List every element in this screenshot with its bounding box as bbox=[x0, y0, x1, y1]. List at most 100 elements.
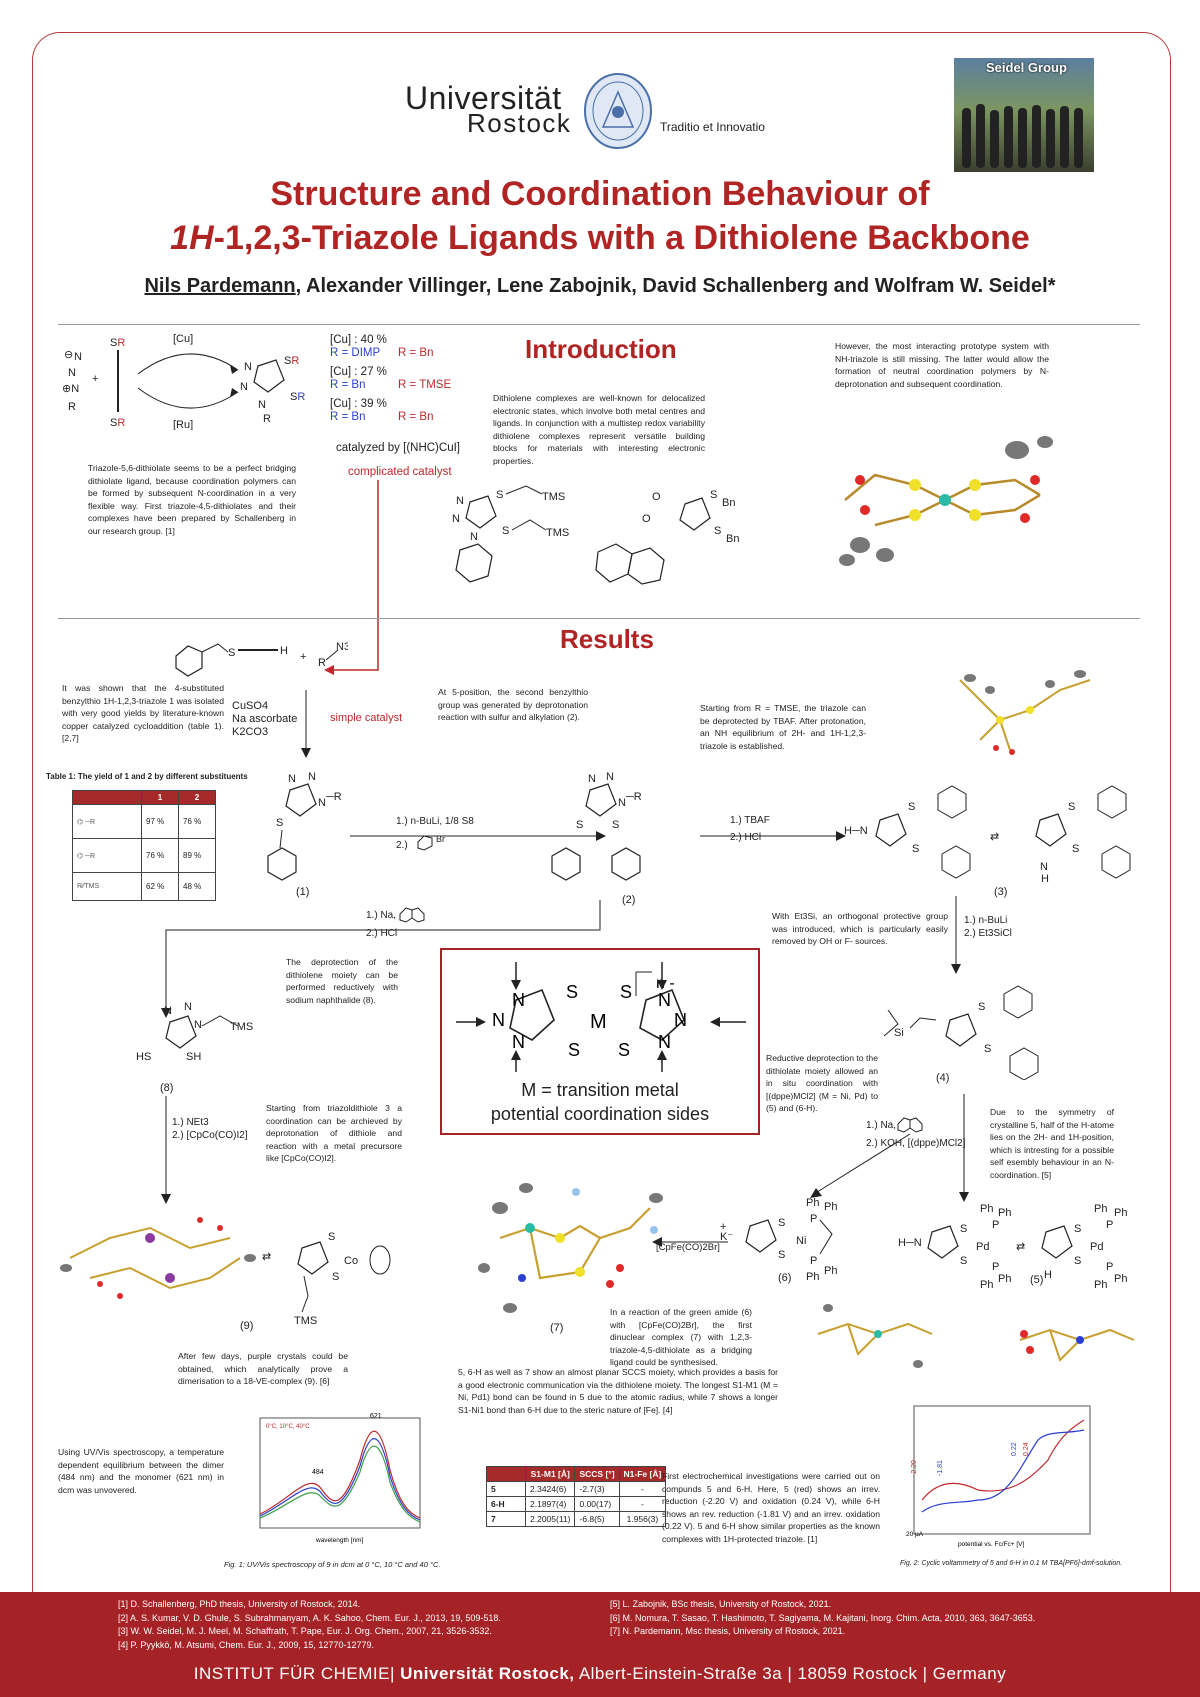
svg-text:P: P bbox=[810, 1213, 817, 1225]
svg-text:+: + bbox=[300, 651, 306, 663]
title-line-1: Structure and Coordination Behaviour of bbox=[270, 175, 930, 213]
cuso4: CuSO4 bbox=[232, 700, 269, 712]
text-scss: 5, 6-H as well as 7 show an almost plana… bbox=[458, 1367, 778, 1415]
text-cpco: Starting from triazoldithiole 3 a coordi… bbox=[266, 1103, 402, 1163]
svg-text:Ni: Ni bbox=[796, 1235, 806, 1247]
institute-line: INSTITUT FÜR CHEMIE| Universität Rostock… bbox=[0, 1664, 1200, 1684]
na-asc: Na ascorbate bbox=[232, 713, 298, 725]
svg-text:N: N bbox=[606, 771, 614, 783]
cat-ru: [Ru] bbox=[173, 419, 193, 430]
table2-header: S1-M1 [Å] SCCS [°] N1-Fe [Å] bbox=[486, 1466, 667, 1482]
ref-7: [7] N. Pardemann, Msc thesis, University… bbox=[610, 1626, 846, 1636]
svg-text:─R: ─R bbox=[625, 791, 642, 803]
group-photo: Seidel Group bbox=[954, 58, 1094, 172]
yl3-cat: [Cu] : 39 % bbox=[330, 398, 387, 410]
crystal-structure-7 bbox=[478, 1183, 663, 1313]
label-7: (7) bbox=[550, 1322, 564, 1334]
svg-text:S: S bbox=[912, 843, 919, 855]
institute-uni: Universität Rostock, bbox=[400, 1664, 575, 1683]
uv-peak-484: 484 bbox=[312, 1469, 324, 1476]
svg-text:S: S bbox=[502, 525, 509, 537]
t1-y1: 97 % bbox=[141, 804, 179, 839]
cv-chart: -2.20 -1.81 0.22 0.24 20 µA potential vs… bbox=[906, 1405, 1091, 1548]
svg-text:P: P bbox=[992, 1261, 999, 1273]
svg-text:Ph: Ph bbox=[980, 1279, 993, 1291]
svg-text:S: S bbox=[612, 819, 619, 831]
svg-text:TMS: TMS bbox=[546, 527, 569, 539]
label-4: (4) bbox=[936, 1072, 950, 1084]
svg-text:N: N bbox=[74, 351, 82, 363]
label-8: (8) bbox=[160, 1082, 174, 1094]
tbaf-2: 2.) HCl bbox=[730, 832, 762, 843]
yl1-r2: R = Bn bbox=[398, 347, 434, 359]
t2-h1: S1-M1 [Å] bbox=[524, 1466, 576, 1482]
svg-text:S: S bbox=[960, 1255, 967, 1267]
scheme-cycloaddition: ⊖N N⊕N R + SR SR [Cu] [Ru] NNN SR SR R bbox=[62, 333, 305, 430]
cv-scale: 20 µA bbox=[906, 1531, 924, 1538]
cell: 2.3424(6) bbox=[524, 1481, 576, 1497]
reagent-et3: 1.) n-BuLi 2.) Et3SiCl bbox=[964, 914, 1012, 940]
institute-name: INSTITUT FÜR CHEMIE| bbox=[193, 1664, 395, 1683]
cell: - bbox=[618, 1481, 667, 1497]
cell: 2.2005(11) bbox=[524, 1511, 576, 1527]
reagent-net3: 1.) NEt3 2.) [CpCo(CO)I2] bbox=[172, 1116, 248, 1142]
svg-text:S: S bbox=[1068, 801, 1075, 813]
label-5: (5) bbox=[1030, 1274, 1044, 1286]
svg-text:Ph: Ph bbox=[980, 1203, 993, 1215]
uvvis-chart: 621 484 0°C, 10°C, 40°C wavelength [nm] bbox=[259, 1413, 421, 1544]
ref-6: [6] M. Nomura, T. Sasao, T. Hashimoto, T… bbox=[610, 1612, 1036, 1623]
svg-text:TMS: TMS bbox=[294, 1315, 317, 1326]
t1-sub: ⌬ ─R bbox=[72, 804, 142, 839]
motto: Traditio et Innovatio bbox=[660, 120, 765, 134]
arrow-2-8 bbox=[161, 900, 601, 1018]
people-silhouettes bbox=[962, 104, 1083, 168]
svg-text:N: N bbox=[674, 1010, 687, 1030]
svg-text:S: S bbox=[710, 489, 717, 501]
cu-reagents: CuSO4 Na ascorbate K2CO3 bbox=[232, 700, 297, 739]
reagent-nbuli: 1.) n-BuLi, 1/8 S8 bbox=[396, 816, 474, 827]
crystal-structure-3 bbox=[959, 670, 1091, 755]
section-introduction: Introduction bbox=[525, 334, 677, 364]
svg-text:O: O bbox=[652, 491, 661, 503]
label-2: (2) bbox=[622, 894, 636, 906]
tbaf-1: 1.) TBAF bbox=[730, 815, 770, 826]
text-electrochem: First electrochemical investigations wer… bbox=[662, 1471, 880, 1544]
svg-text:H─N: H─N bbox=[844, 825, 868, 837]
t2-h0 bbox=[486, 1466, 526, 1482]
svg-text:Ph: Ph bbox=[1094, 1279, 1107, 1291]
cell: 6-H bbox=[486, 1496, 526, 1512]
yl3-r1: R = Bn bbox=[330, 411, 366, 423]
ref-4: [4] P. Pyykkö, M. Atsumi, Chem. Eur. J.,… bbox=[118, 1639, 374, 1650]
svg-text:Bn: Bn bbox=[726, 533, 739, 545]
compound-9: ⇄ SS Co TMS bbox=[262, 1231, 391, 1326]
svg-text:Ph: Ph bbox=[824, 1201, 837, 1213]
svg-text:Pd: Pd bbox=[976, 1241, 989, 1253]
t2-h3: N1-Fe [Å] bbox=[618, 1466, 667, 1482]
svg-text:SR: SR bbox=[290, 391, 305, 403]
svg-text:N: N bbox=[318, 797, 326, 809]
t1-y2: 48 % bbox=[178, 872, 216, 901]
svg-text:Ph: Ph bbox=[806, 1271, 819, 1283]
text-et3si: With Et3Si, an orthogonal protective gro… bbox=[772, 911, 948, 946]
svg-text:N: N bbox=[1040, 861, 1048, 873]
poster-frame bbox=[32, 32, 1171, 1593]
text-naphthalide: The deprotection of the dithiolene moiet… bbox=[286, 957, 398, 1005]
svg-text:Bn: Bn bbox=[722, 497, 735, 509]
svg-text:M: M bbox=[590, 1011, 607, 1033]
svg-text:N: N bbox=[512, 990, 525, 1010]
svg-text:S: S bbox=[1074, 1255, 1081, 1267]
text-tmse: Starting from R = TMSE, the triazole can… bbox=[700, 703, 866, 751]
crystal-structure-intro bbox=[839, 436, 1053, 566]
simple-catalyst: simple catalyst bbox=[330, 712, 403, 724]
t1-h1: 1 bbox=[141, 790, 179, 805]
cell: 0.00(17) bbox=[574, 1496, 620, 1512]
cv-curves bbox=[921, 1419, 1085, 1513]
svg-text:S: S bbox=[1074, 1223, 1081, 1235]
box-m-line: M = transition metal bbox=[521, 1080, 679, 1100]
